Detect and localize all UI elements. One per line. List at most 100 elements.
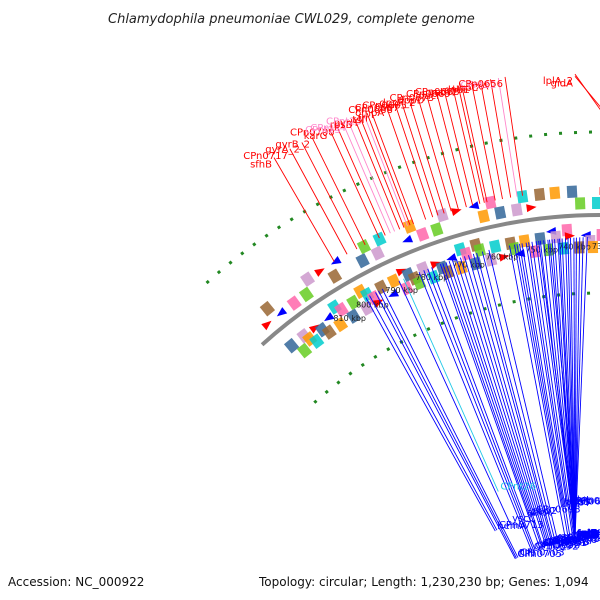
gene-block bbox=[346, 308, 362, 324]
gene-block bbox=[327, 268, 343, 284]
gene-label: CPn0686 bbox=[544, 538, 589, 549]
label-leader-line bbox=[464, 256, 550, 546]
gene-label: rplP bbox=[577, 528, 596, 539]
gene-label: aspS bbox=[566, 497, 590, 508]
gene-block bbox=[518, 234, 531, 248]
gene-label: pyrH bbox=[334, 118, 358, 129]
gene-block bbox=[587, 240, 599, 254]
label-leader-line bbox=[363, 114, 408, 227]
gene-label: mip bbox=[573, 496, 592, 507]
label-leader-line bbox=[347, 120, 396, 232]
gene-label: CPnt23 bbox=[326, 116, 362, 127]
label-leader-line bbox=[408, 98, 445, 214]
gene-label: CPnt26 bbox=[500, 482, 536, 493]
gene-label: CPn0687 bbox=[355, 103, 400, 114]
gene-block bbox=[549, 186, 561, 200]
gene-label: CPn0667 bbox=[569, 497, 600, 508]
label-leader-line bbox=[570, 237, 576, 539]
reverse-gene-arrow bbox=[330, 256, 342, 265]
gene-label: uhpC bbox=[452, 83, 478, 94]
label-leader-line bbox=[509, 245, 567, 542]
gene-block bbox=[300, 271, 316, 287]
label-leader-line bbox=[311, 137, 366, 246]
gene-label: CPn0688 bbox=[348, 105, 393, 116]
label-leader-line bbox=[504, 76, 524, 196]
reverse-gene-arrow bbox=[446, 253, 458, 261]
reverse-gene-arrow bbox=[276, 307, 288, 317]
label-leader-line bbox=[472, 253, 553, 545]
gene-block bbox=[561, 223, 573, 237]
label-leader-line bbox=[443, 88, 474, 206]
forward-gene-arrow bbox=[526, 204, 537, 213]
label-leader-line bbox=[574, 76, 600, 108]
gene-label: spoU_2 bbox=[568, 531, 600, 542]
gene-block bbox=[370, 245, 385, 261]
label-leader-line bbox=[425, 93, 459, 210]
label-leader-line bbox=[418, 272, 533, 552]
gene-block bbox=[591, 196, 600, 210]
gene-block bbox=[596, 228, 600, 242]
gene-label: CPn0681 bbox=[542, 538, 587, 549]
label-leader-line bbox=[417, 96, 452, 212]
gene-label: ygo4 bbox=[551, 535, 576, 546]
gene-block bbox=[415, 227, 430, 242]
label-leader-lines bbox=[273, 73, 600, 560]
label-leader-line bbox=[519, 243, 565, 508]
forward-gene-arrow bbox=[314, 268, 325, 277]
gene-label: dppF_2 bbox=[379, 98, 415, 109]
gene-block bbox=[550, 230, 562, 244]
map-title: Chlamydophila pneumoniae CWL029, complet… bbox=[108, 12, 475, 27]
reverse-gene-arrow bbox=[514, 249, 526, 257]
label-leader-line bbox=[365, 297, 496, 532]
kbp-tick-label: 770 kbp bbox=[452, 261, 485, 270]
gene-label: CPn0676 bbox=[552, 535, 597, 546]
gene-label: fliN bbox=[519, 548, 536, 559]
gene-block bbox=[402, 219, 417, 234]
gene-label: rplQ bbox=[577, 528, 598, 539]
label-leader-line bbox=[459, 257, 548, 546]
gene-label: CPn0664 bbox=[575, 496, 600, 507]
gene-block bbox=[412, 275, 427, 291]
gene-label: CPn0693 bbox=[536, 504, 581, 515]
gene-block bbox=[386, 273, 401, 289]
label-leader-line bbox=[403, 278, 499, 492]
label-leader-line bbox=[448, 261, 544, 548]
forward-gene-arrow bbox=[498, 253, 510, 262]
forward-gene-arrow bbox=[261, 320, 272, 331]
label-leader-line bbox=[369, 295, 498, 531]
label-leader-line bbox=[359, 115, 405, 228]
gene-label: CPn0685 bbox=[362, 101, 407, 112]
gene-label: fmt bbox=[577, 529, 594, 540]
gene-label: CPnt22 bbox=[460, 80, 496, 91]
gene-block bbox=[355, 253, 370, 269]
gene-label: fabZ bbox=[577, 529, 600, 540]
label-leader-line bbox=[366, 113, 411, 226]
gene-label: hemA bbox=[497, 521, 526, 532]
label-leader-line bbox=[375, 292, 516, 560]
genome-backbone bbox=[260, 213, 600, 347]
gene-label: rpsH bbox=[577, 528, 600, 539]
label-leader-line bbox=[514, 244, 563, 508]
label-leader-line bbox=[516, 244, 570, 541]
gene-block bbox=[372, 231, 387, 247]
gene-label: dnaE bbox=[444, 85, 469, 96]
gene-block bbox=[435, 207, 449, 223]
tick-dot-rings bbox=[205, 130, 600, 404]
gene-label: CPn0656 bbox=[458, 79, 503, 90]
gene-label: karG bbox=[304, 131, 328, 142]
label-leader-line bbox=[457, 85, 485, 203]
label-leader-line bbox=[479, 81, 503, 200]
label-leader-line bbox=[521, 243, 572, 541]
label-leader-line bbox=[378, 290, 517, 559]
label-leader-line bbox=[400, 100, 439, 216]
gene-label: rplB bbox=[577, 529, 597, 540]
gene-label: rplV bbox=[577, 529, 597, 540]
forward-gene-arrow bbox=[564, 232, 575, 241]
gene-label: CPn0705 bbox=[517, 549, 562, 560]
label-leader-line bbox=[543, 240, 576, 540]
gene-label: lpxA bbox=[577, 529, 599, 540]
gene-label: frr bbox=[358, 114, 370, 125]
gene-block bbox=[283, 337, 300, 354]
gene-label: CPn0675 bbox=[556, 534, 600, 545]
